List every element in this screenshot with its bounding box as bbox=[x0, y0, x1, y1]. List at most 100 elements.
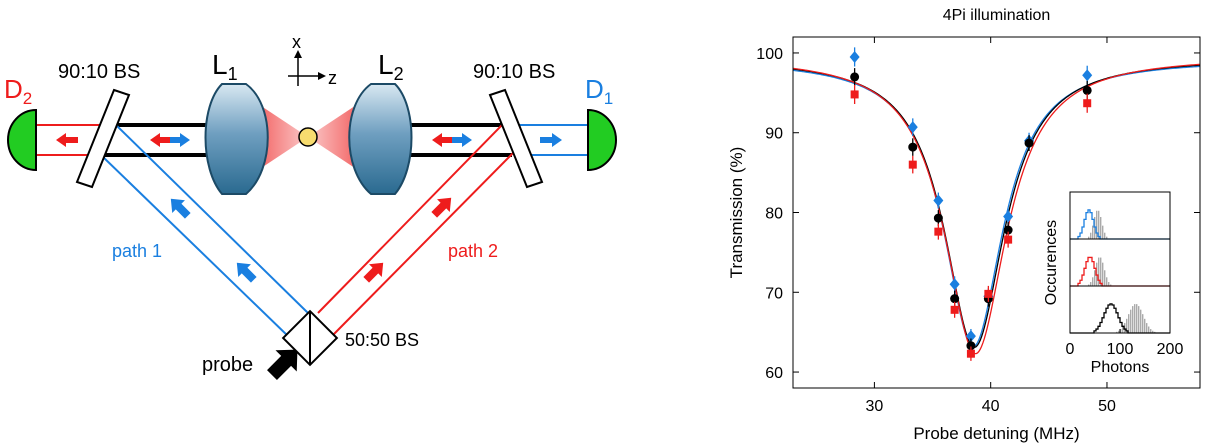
reference-bar bbox=[1094, 217, 1096, 239]
detector-d2-label: D2 bbox=[4, 74, 32, 108]
red-arrow-path2-lower bbox=[363, 262, 384, 283]
reference-bar bbox=[1146, 323, 1148, 333]
data-point bbox=[1082, 85, 1092, 95]
lens-l1-label: L1 bbox=[212, 49, 238, 84]
detector-d1-label: D1 bbox=[585, 74, 613, 108]
data-point bbox=[933, 213, 943, 223]
fit-curve bbox=[792, 65, 1201, 348]
probe-label: probe bbox=[202, 354, 253, 376]
reference-bar bbox=[1100, 217, 1102, 239]
data-point bbox=[933, 194, 944, 207]
path2-label: path 2 bbox=[448, 241, 498, 261]
data-point bbox=[984, 289, 993, 298]
reference-bar bbox=[1092, 225, 1094, 239]
reference-bar bbox=[1108, 282, 1110, 286]
data-point bbox=[950, 305, 959, 314]
y-axis-label: Transmission (%) bbox=[727, 147, 746, 279]
reference-bar bbox=[1140, 309, 1142, 333]
data-point bbox=[965, 330, 976, 343]
data-point bbox=[908, 160, 917, 169]
red-arrow-left-2 bbox=[150, 133, 170, 147]
reference-bar bbox=[1110, 284, 1112, 286]
inset-x-tick-label: 0 bbox=[1066, 341, 1075, 358]
reference-bar bbox=[1118, 330, 1120, 333]
reference-bar bbox=[1088, 236, 1090, 239]
data-point bbox=[1024, 138, 1034, 148]
axis-indicator bbox=[288, 50, 326, 86]
reference-bar bbox=[1126, 318, 1128, 333]
path1-outer bbox=[101, 155, 291, 339]
reference-bar bbox=[1132, 306, 1134, 333]
reference-bar bbox=[1150, 329, 1152, 333]
bs-left-label: 90:10 BS bbox=[58, 61, 140, 83]
reference-bar bbox=[1090, 282, 1092, 286]
blue-arrow-path1-lower bbox=[236, 262, 257, 283]
reference-bar bbox=[1088, 284, 1090, 286]
red-arrow-left-1 bbox=[56, 133, 78, 147]
reference-bar bbox=[1122, 326, 1124, 333]
path2-outer bbox=[333, 151, 515, 335]
data-point bbox=[850, 90, 859, 99]
optical-setup: D2 D1 90:10 BS 90:10 BS L1 L2 x z path 1… bbox=[4, 32, 617, 380]
lens-l1 bbox=[204, 83, 269, 195]
reference-bar bbox=[1134, 304, 1136, 333]
fit-curve bbox=[792, 63, 1201, 355]
reference-bar bbox=[1102, 225, 1104, 239]
reference-bar bbox=[1098, 257, 1100, 286]
lens-l2 bbox=[348, 83, 413, 195]
data-point bbox=[966, 349, 975, 358]
inset-x-label: Photons bbox=[1091, 359, 1150, 376]
inset-x-tick-label: 100 bbox=[1107, 341, 1134, 358]
reference-bar bbox=[1094, 270, 1096, 286]
bs-right-label: 90:10 BS bbox=[473, 61, 555, 83]
blue-arrow-right-3 bbox=[540, 133, 562, 147]
axis-z-label: z bbox=[328, 68, 337, 88]
lens-l2-label: L2 bbox=[378, 49, 404, 84]
data-point bbox=[849, 50, 860, 63]
x-tick-label: 50 bbox=[1098, 398, 1116, 415]
data-point bbox=[949, 278, 960, 291]
atom bbox=[298, 127, 318, 147]
reference-bar bbox=[1128, 314, 1130, 333]
data-point bbox=[1003, 210, 1014, 223]
fit-curves bbox=[792, 63, 1201, 355]
reference-bar bbox=[1152, 330, 1154, 333]
path2-inner bbox=[317, 124, 503, 314]
reference-bar bbox=[1116, 331, 1118, 333]
reference-bar bbox=[1136, 304, 1138, 333]
path1-label: path 1 bbox=[112, 241, 162, 261]
bs-bottom-label: 50:50 BS bbox=[345, 330, 419, 350]
reference-bar bbox=[1104, 270, 1106, 286]
beam-splitter-right bbox=[488, 88, 544, 189]
reference-bar bbox=[1096, 210, 1098, 239]
detector-d1 bbox=[587, 108, 617, 172]
reference-bar bbox=[1142, 314, 1144, 333]
y-tick-label: 70 bbox=[765, 285, 783, 302]
data-point bbox=[1083, 99, 1092, 108]
probe-arrow bbox=[267, 349, 298, 380]
reference-bar bbox=[1120, 329, 1122, 333]
reference-bar bbox=[1130, 309, 1132, 333]
data-point bbox=[966, 341, 976, 351]
reference-bar bbox=[1096, 262, 1098, 286]
blue-arrow-right-1 bbox=[170, 133, 190, 147]
path1-inner bbox=[115, 124, 309, 314]
x-tick-label: 30 bbox=[866, 398, 884, 415]
reference-bar bbox=[1124, 323, 1126, 333]
red-arrow-left-3 bbox=[432, 133, 452, 147]
x-tick-label: 40 bbox=[982, 398, 1000, 415]
reference-bar bbox=[1100, 257, 1102, 286]
inset-y-label: Occurences bbox=[1043, 220, 1060, 305]
beam-splitter-left bbox=[75, 88, 131, 189]
data-point bbox=[908, 142, 918, 152]
y-tick-label: 100 bbox=[756, 46, 783, 63]
reference-bar bbox=[1148, 326, 1150, 333]
reference-bar bbox=[1102, 262, 1104, 286]
blue-arrow-right-2 bbox=[452, 133, 472, 147]
reference-bar bbox=[1104, 232, 1106, 239]
data-point bbox=[907, 121, 918, 134]
data-point bbox=[1004, 235, 1013, 244]
inset-background bbox=[1070, 192, 1170, 333]
